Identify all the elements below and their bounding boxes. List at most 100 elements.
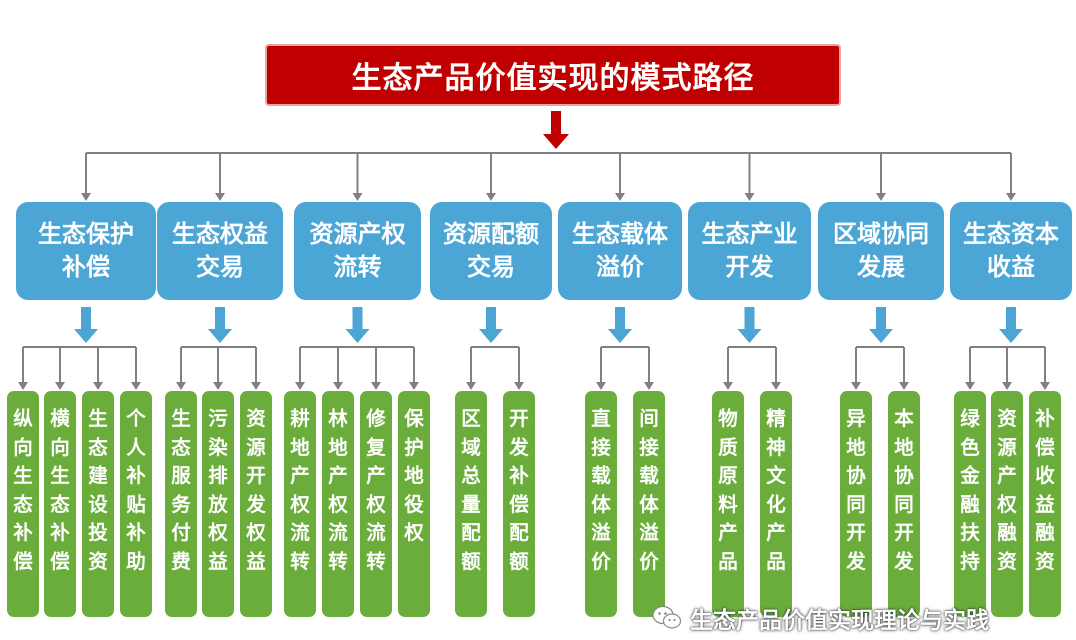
connector-arrowhead (213, 382, 223, 390)
leaf-char: 转 (366, 549, 386, 573)
connector-arrowhead (466, 382, 476, 390)
leaf-box: 横向生态补偿 (44, 391, 76, 617)
connector-arrowhead (55, 382, 65, 390)
connector-arrowhead (251, 382, 261, 390)
connector-arrowhead (1002, 382, 1012, 390)
leaf-box: 个人补贴补助 (120, 391, 152, 617)
leaf-char: 持 (960, 549, 980, 573)
leaf-char: 生 (171, 407, 191, 430)
leaf-char: 体 (591, 492, 611, 516)
category-arrow (479, 307, 503, 343)
leaf-char: 转 (328, 549, 348, 573)
leaf-char: 生 (88, 407, 108, 430)
leaf-char: 投 (88, 521, 108, 544)
leaf-box: 补偿收益融资 (1029, 391, 1061, 617)
leaf-char: 权 (208, 521, 228, 544)
leaf-char: 同 (894, 492, 914, 516)
leaf-char: 态 (88, 435, 108, 459)
leaf-box: 纵向生态补偿 (7, 391, 39, 617)
leaf-box: 异地协同开发 (840, 391, 872, 617)
category-label: 发展 (857, 253, 905, 281)
leaf-box: 林地产权流转 (322, 391, 354, 617)
connector-arrowhead (723, 382, 733, 390)
leaf-char: 费 (171, 549, 191, 573)
leaf-char: 付 (171, 521, 191, 544)
connector-arrowhead (333, 382, 343, 390)
leaf-char: 排 (208, 464, 228, 487)
leaf-char: 林 (328, 407, 348, 430)
watermark-text: 生态产品价值实现理论与实践 (690, 608, 989, 634)
leaf-char: 护 (404, 435, 424, 459)
leaf-char: 横 (50, 407, 70, 430)
category-arrow (208, 307, 232, 343)
leaf-char: 精 (766, 407, 786, 430)
category-label: 收益 (987, 253, 1035, 281)
category-box: 资源配额交易 (430, 202, 552, 300)
leaf-char: 保 (404, 407, 424, 430)
connector-arrowhead (644, 382, 654, 390)
leaf-char: 发 (894, 549, 914, 573)
connector-arrowhead (352, 193, 363, 201)
category-label: 生态资本 (963, 220, 1059, 248)
leaf-char: 偿 (13, 549, 33, 573)
leaf-char: 开 (894, 521, 914, 544)
leaf-char: 接 (639, 435, 659, 459)
leaf-char: 偿 (50, 549, 70, 573)
connector-arrowhead (371, 382, 381, 390)
leaf-char: 产 (766, 521, 786, 544)
leaf-box: 耕地产权流转 (284, 391, 316, 617)
leaf-char: 流 (366, 521, 386, 544)
leaf-char: 配 (509, 521, 529, 544)
leaf-char: 补 (126, 464, 146, 487)
leaf-char: 地 (290, 435, 310, 459)
leaf-box: 精神文化产品 (760, 391, 792, 617)
leaf-char: 载 (639, 464, 659, 487)
leaf-char: 向 (50, 435, 70, 459)
leaf-char: 设 (88, 492, 108, 516)
leaf-char: 神 (766, 435, 786, 459)
leaf-char: 价 (591, 549, 611, 573)
leaf-char: 权 (290, 492, 310, 516)
leaf-char: 资 (1035, 549, 1055, 573)
leaf-char: 发 (509, 435, 529, 459)
leaf-char: 原 (718, 464, 738, 487)
leaf-char: 补 (126, 521, 146, 544)
connector-arrowhead (615, 193, 625, 201)
leaf-char: 补 (13, 521, 33, 544)
category-arrow (737, 307, 762, 343)
leaf-char: 补 (50, 521, 70, 544)
leaf-char: 协 (894, 464, 914, 487)
connector-arrowhead (771, 382, 781, 390)
leaf-char: 流 (290, 521, 310, 544)
leaf-char: 体 (639, 492, 659, 516)
connector-arrowhead (18, 382, 28, 390)
category-arrow (345, 307, 370, 343)
leaf-char: 流 (328, 521, 348, 544)
category-arrow (869, 307, 893, 343)
leaf-box: 间接载体溢价 (633, 391, 665, 617)
leaf-char: 服 (171, 464, 191, 487)
connector-arrowhead (1040, 382, 1050, 390)
leaf-char: 物 (718, 407, 738, 430)
leaf-char: 融 (997, 521, 1017, 544)
connector-arrowhead (295, 382, 305, 390)
leaf-char: 文 (766, 464, 786, 487)
category-label: 生态权益 (172, 220, 268, 248)
leaf-char: 役 (404, 492, 424, 516)
leaf-box: 物质原料产品 (712, 391, 744, 617)
leaf-char: 益 (246, 549, 266, 573)
connector-arrowhead (744, 193, 755, 201)
connector-arrowhead (409, 382, 419, 390)
leaf-char: 溢 (639, 521, 659, 544)
leaf-char: 料 (718, 492, 738, 516)
leaf-char: 补 (1035, 407, 1055, 430)
leaf-char: 源 (246, 435, 266, 459)
leaf-box: 生态建设投资 (82, 391, 114, 617)
leaf-char: 量 (461, 492, 481, 516)
connector-arrowhead (93, 382, 103, 390)
leaf-char: 纵 (13, 407, 33, 430)
leaf-char: 直 (591, 407, 611, 430)
leaf-char: 耕 (290, 407, 310, 430)
leaf-char: 务 (171, 492, 191, 516)
